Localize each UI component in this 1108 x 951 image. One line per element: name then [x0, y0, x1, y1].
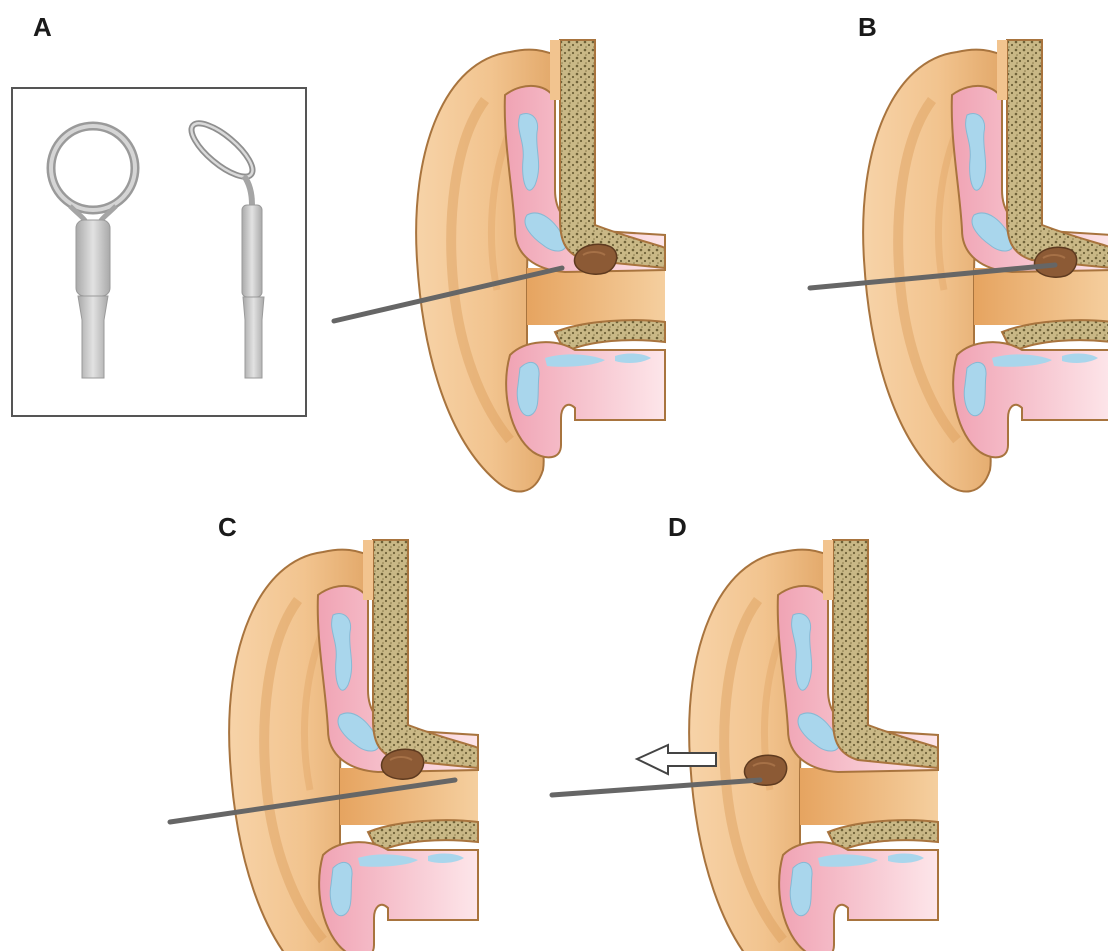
panel-a-ear — [334, 40, 665, 491]
earwax-plug-icon — [381, 749, 423, 779]
ear-cross-section-icon — [416, 40, 665, 491]
ear-cross-section-icon — [229, 540, 478, 951]
panel-b — [810, 40, 1108, 491]
earwax-plug-icon — [574, 244, 616, 274]
panel-d — [552, 540, 938, 951]
ear-cross-section-icon — [689, 540, 938, 951]
panel-a — [12, 88, 306, 416]
earwax-plug-icon — [1034, 247, 1076, 277]
panel-c — [170, 540, 478, 951]
